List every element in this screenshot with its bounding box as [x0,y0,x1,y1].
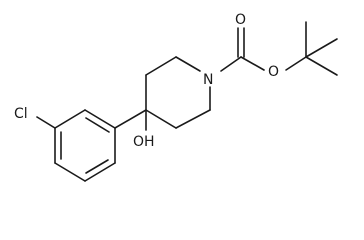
chlorine-atom-label: Cl [14,106,28,122]
c-o-bond [240,56,265,71]
ester-oxygen-atom-label: O [268,64,279,80]
hydroxyl-atom-label: OH [133,134,155,150]
ring-bond [145,56,177,76]
n-c-bond [220,56,242,72]
chemical-structure-diagram: Cl OH N O O [14,12,338,182]
piperidine-ring [145,56,211,129]
o-c-bond [285,56,307,71]
methyl-bond [305,56,338,76]
nitrogen-atom-label: N [203,72,213,88]
ring-bond [175,56,201,72]
benzene-ring [54,109,116,182]
carbonyl-oxygen-atom-label: O [235,12,246,28]
ring-bond [145,109,177,129]
ring-bond [54,162,86,182]
ring-bond [175,109,211,129]
aromatic-double-bond [85,159,109,174]
ring-bond [84,162,116,182]
methyl-bond [305,38,338,58]
aryl-c-bond [114,109,147,129]
aromatic-double-bond [85,117,110,133]
ring-bond [84,109,116,129]
c-cl-bond [36,116,56,129]
ring-bond [54,109,86,129]
